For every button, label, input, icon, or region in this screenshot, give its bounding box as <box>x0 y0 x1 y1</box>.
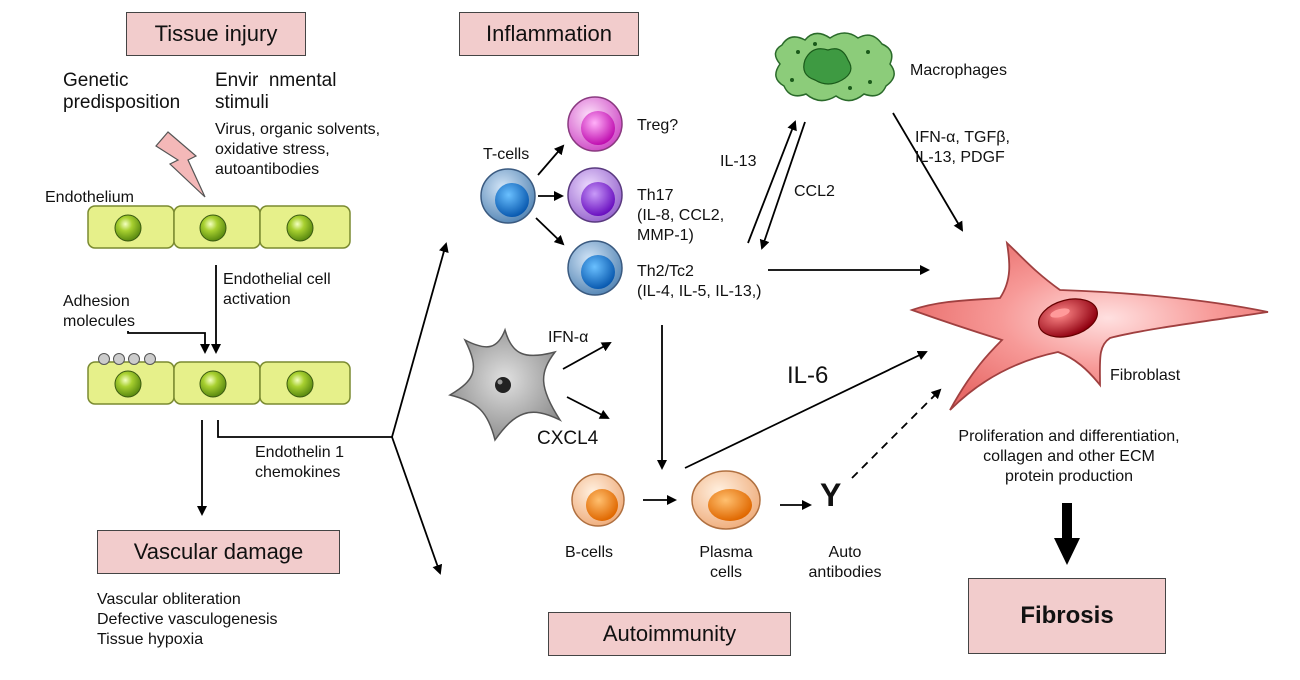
autoantibodies-label: Auto antibodies <box>808 544 882 581</box>
genetic-predisposition-label: Genetic predisposition <box>63 70 181 113</box>
adhesion-molecule-icon <box>128 353 140 365</box>
fibrosis-arrow <box>1054 503 1080 565</box>
treg-label: Treg? <box>637 117 679 134</box>
autoimmunity-header: Autoimmunity <box>548 612 791 656</box>
adhesion-molecule-icon <box>98 353 110 365</box>
environmental-stimuli-label: Envir nmental stimuli <box>215 70 337 113</box>
nucleus-icon <box>114 214 142 242</box>
macrophage <box>774 32 895 102</box>
fibroblast-label: Fibroblast <box>1110 367 1181 384</box>
nucleus-icon <box>199 214 227 242</box>
cxcl4-label: CXCL4 <box>537 428 599 449</box>
th2-cell <box>567 240 623 296</box>
th2-label: Th2/Tc2 (IL-4, IL-5, IL-13,) <box>637 263 762 300</box>
endothelium-row-2 <box>87 353 351 405</box>
endothelin-chemokines-label: Endothelin 1 chemokines <box>255 444 344 481</box>
b-cells-label: B-cells <box>565 544 614 561</box>
proliferation-label: Proliferation and differentiation, colla… <box>958 428 1180 485</box>
dendritic-cell <box>448 327 563 442</box>
plasma-cell <box>691 470 761 530</box>
nucleus-icon <box>286 214 314 242</box>
inflammation-header: Inflammation <box>459 12 639 56</box>
environmental-list: Virus, organic solvents, oxidative stres… <box>215 121 381 178</box>
nucleus-icon <box>199 370 227 398</box>
plasma-cells-label: Plasma cells <box>699 544 753 581</box>
adhesion-molecules-label: Adhesion molecules <box>63 293 136 330</box>
macrophage-factors-label: IFN-α, TGFβ, IL-13, PDGF <box>915 129 1010 166</box>
endothelium-label: Endothelium <box>45 189 134 206</box>
antibody-y-icon: Y <box>820 477 842 513</box>
t-cell <box>480 168 536 224</box>
il13-label: IL-13 <box>720 153 757 170</box>
macrophages-label: Macrophages <box>910 62 1007 79</box>
tissue-injury-header: Tissue injury <box>126 12 306 56</box>
th17-cell <box>567 167 623 223</box>
lightning-bolt-icon <box>155 131 206 198</box>
endothelium-row-1 <box>87 205 351 249</box>
endothelial-activation-label: Endothelial cell activation <box>223 271 331 308</box>
ccl2-label: CCL2 <box>794 183 835 200</box>
adhesion-molecule-icon <box>144 353 156 365</box>
fibrosis-header: Fibrosis <box>968 578 1166 654</box>
fibrosis-label: Fibrosis <box>1020 602 1114 629</box>
ifn-alpha-label: IFN-α <box>548 329 589 346</box>
b-cell <box>571 473 625 527</box>
fibroblast-cell <box>909 240 1269 411</box>
vascular-damage-list: Vascular obliteration Defective vasculog… <box>97 591 278 648</box>
treg-cell <box>567 96 623 152</box>
il6-label: IL-6 <box>787 362 829 389</box>
nucleus-icon <box>114 370 142 398</box>
t-cells-label: T-cells <box>483 146 530 163</box>
adhesion-molecule-icon <box>113 353 125 365</box>
vascular-damage-header: Vascular damage <box>97 530 340 574</box>
th17-label: Th17 (IL-8, CCL2, MMP-1) <box>637 187 725 244</box>
left-arrows <box>127 242 449 575</box>
nucleus-icon <box>286 370 314 398</box>
tcell-arrows <box>535 112 964 510</box>
